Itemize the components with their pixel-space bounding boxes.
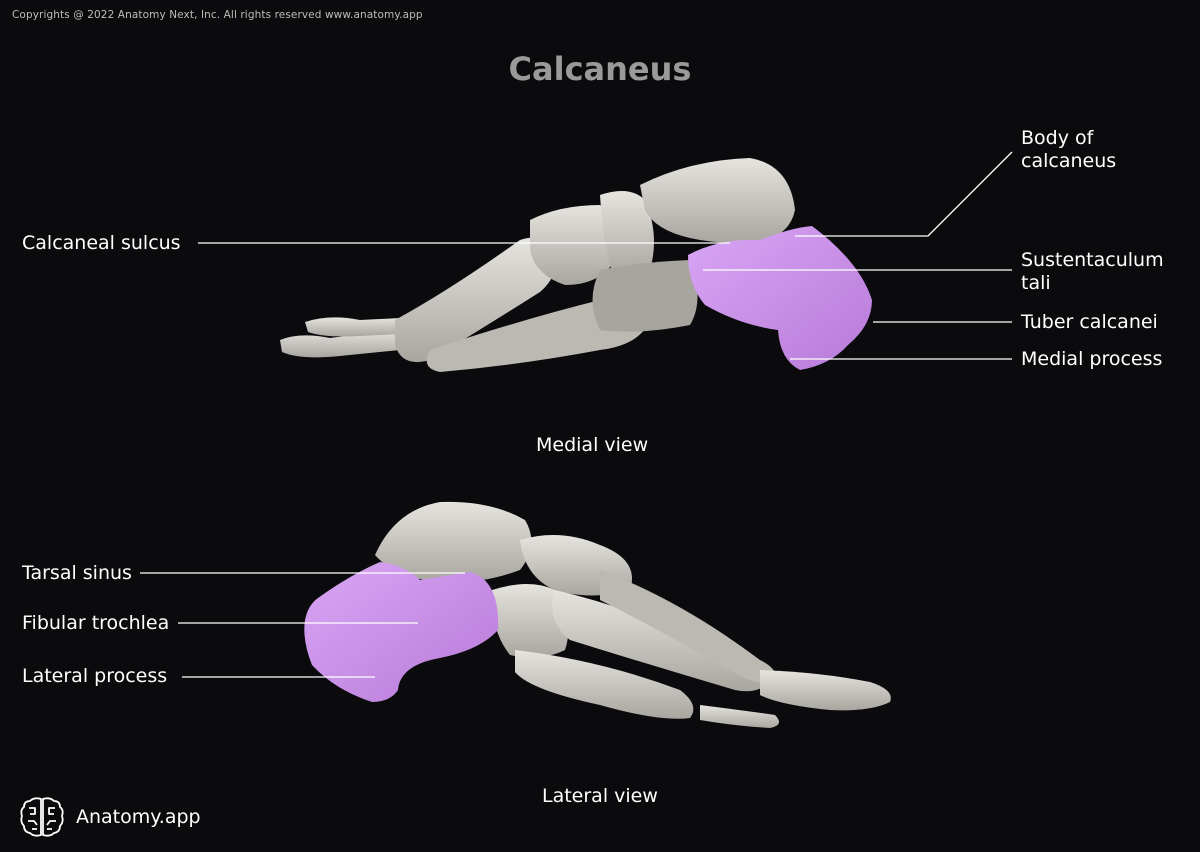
label-calcaneal-sulcus: Calcaneal sulcus (22, 232, 181, 254)
lateral-calcaneus-highlight (304, 562, 499, 702)
label-sustentaculum-tali-line2: tali (1021, 272, 1051, 294)
medial-view-caption: Medial view (536, 434, 649, 456)
brand-name: Anatomy.app (76, 806, 201, 828)
label-tarsal-sinus: Tarsal sinus (22, 562, 132, 584)
medial-leader-lines (198, 151, 1013, 360)
label-sustentaculum-tali-line1: Sustentaculum (1021, 249, 1164, 271)
brain-icon (20, 797, 64, 837)
lateral-foot-skeleton (375, 501, 891, 728)
label-body-of-calcaneus-line2: calcaneus (1021, 150, 1117, 172)
lateral-view-caption: Lateral view (542, 785, 658, 807)
medial-calcaneus-highlight (688, 226, 872, 370)
lateral-leader-lines (140, 572, 465, 678)
label-tuber-calcanei: Tuber calcanei (1021, 311, 1158, 333)
label-lateral-process: Lateral process (22, 665, 168, 687)
label-medial-process: Medial process (1021, 348, 1163, 370)
brand-logo: Anatomy.app (20, 794, 201, 840)
label-fibular-trochlea: Fibular trochlea (22, 612, 170, 634)
page-title: Calcaneus (508, 50, 692, 88)
medial-foot-skeleton (280, 158, 795, 372)
copyright-notice: Copyrights @ 2022 Anatomy Next, Inc. All… (12, 9, 423, 21)
label-body-of-calcaneus-line1: Body of (1021, 127, 1094, 149)
